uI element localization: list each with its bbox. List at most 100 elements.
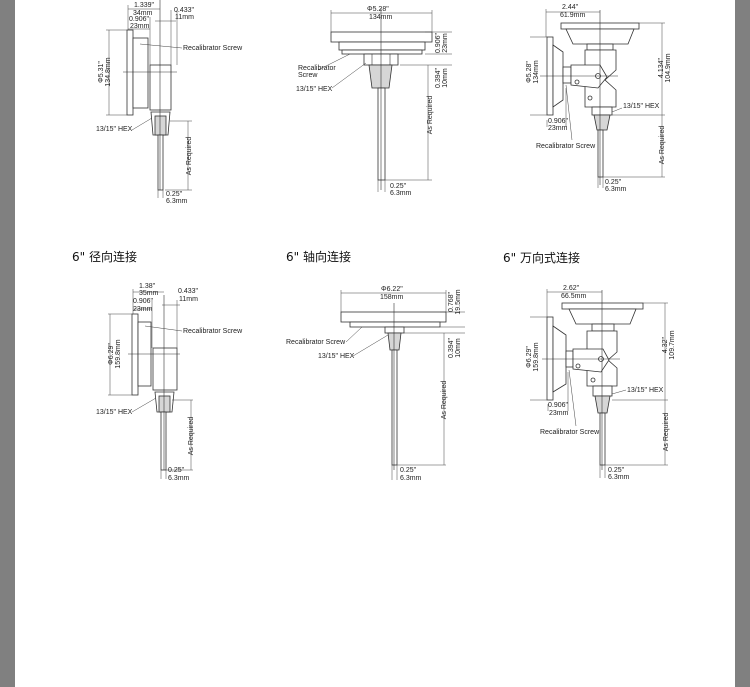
dim-diameter-in: Φ5.28" [367, 6, 389, 13]
dim-offset-in: 0.433" [174, 7, 195, 14]
drawing-every-angle-6in: 2.62" 66.5mm Φ6.29" 159.8mm 4.32" 109.7m… [526, 285, 676, 481]
thread [368, 64, 393, 89]
dim-diameter-mm: 159.8mm [115, 339, 122, 368]
dim-width-mm: 66.5mm [561, 293, 586, 300]
dim-width-in: 2.62" [563, 285, 580, 292]
dim-diameter-mm: 134mm [533, 60, 540, 84]
page-border-right [735, 0, 750, 687]
dim-case-in: 0.906" [133, 298, 154, 305]
dim-width-in: 1.38" [139, 283, 156, 290]
label-hex: 13/15" HEX [96, 126, 133, 133]
dim-stem-mm: 6.3mm [390, 190, 412, 197]
dim-diameter-in: Φ5.28" [526, 61, 533, 83]
dim-case-in: 0.906" [548, 118, 569, 125]
dial-bezel [330, 31, 433, 43]
dim-diameter-in: Φ6.29" [108, 343, 115, 365]
dim-stem-mm: 6.3mm [166, 198, 188, 205]
dial-case [338, 41, 426, 51]
thread [158, 395, 171, 413]
dim-stem-mm: 6.3mm [608, 474, 630, 481]
dim-height-mm: 109.7mm [669, 330, 676, 359]
dim-stem-mm: 6.3mm [400, 475, 422, 482]
stem [391, 349, 398, 466]
dim-height-in: 4.32" [662, 336, 669, 353]
drawing-radial-6in: 1.38" 35mm 0.433" 11mm 0.906" 23mm Recal… [96, 283, 243, 482]
connection-box [152, 347, 178, 391]
dim-hex-mm: 10mm [455, 338, 462, 358]
dim-diameter-in: Φ5.31" [98, 61, 105, 83]
dial-case [349, 321, 441, 328]
dim-height-mm: 104.9mm [665, 53, 672, 82]
dim-case-mm: 23mm [130, 23, 150, 30]
top-dial-case [568, 308, 637, 325]
thread [594, 395, 611, 414]
dim-diameter-mm: 158mm [380, 294, 404, 301]
dim-width-mm: 34mm [133, 10, 153, 17]
thread [387, 332, 402, 351]
label-hex: 13/15" HEX [623, 103, 660, 110]
top-dial-bezel [561, 302, 644, 310]
dim-case-mm: 23mm [133, 306, 153, 313]
dim-hex-in: 0.394" [448, 337, 455, 358]
thread [593, 114, 611, 131]
stem [377, 87, 386, 181]
stem [597, 129, 604, 178]
dial-bezel [131, 313, 139, 396]
dim-case-mm: 23mm [549, 410, 569, 417]
title-axial: 6" 轴向连接 [286, 249, 351, 264]
dim-case-in: 0.906" [548, 402, 569, 409]
label-recalibrator-screw: Recalibrator Screw [183, 45, 243, 52]
dim-case-in: 0.906" [435, 32, 442, 53]
label-recalibrator: Recalibrator [298, 65, 336, 72]
side-dial-bezel [546, 316, 554, 401]
dim-width-mm: 35mm [139, 290, 159, 297]
dim-diameter-in: Φ6.29" [526, 346, 533, 368]
dial-bezel [126, 29, 134, 116]
dim-case-in: 0.906" [129, 16, 150, 23]
stem [157, 134, 164, 191]
dim-stem-in: 0.25" [605, 179, 622, 186]
dim-diameter-mm: 134.8mm [105, 57, 112, 86]
dim-stem-in: 0.25" [168, 467, 185, 474]
label-hex: 13/15" HEX [96, 409, 133, 416]
dim-as-required: As Required [441, 381, 448, 420]
drawing-axial-5in: Φ5.28" 134mm 0.906" 23mm 0.394" 10mm Rec… [296, 6, 452, 197]
title-radial: 6" 径向连接 [72, 249, 137, 264]
drawing-every-angle-5in: 2.44" 61.9mm Φ5.28" 134mm 4.134" 104.9mm… [526, 4, 672, 193]
dim-offset-mm: 11mm [175, 14, 194, 21]
label-hex: 13/15" HEX [318, 353, 355, 360]
thread [154, 115, 167, 136]
dim-width-in: 2.44" [562, 4, 579, 11]
swivel-arm [572, 348, 610, 373]
hex-nut [592, 385, 613, 397]
stem [160, 411, 167, 471]
dim-offset-in: 0.433" [178, 288, 199, 295]
title-every-angle: 6" 万向式连接 [503, 250, 580, 265]
hex-nut [591, 106, 613, 116]
stem [599, 412, 606, 466]
dim-diameter-in: Φ6.22" [381, 286, 403, 293]
dim-hex-mm: 10mm [442, 68, 449, 88]
swivel-arm [570, 64, 608, 89]
dim-case-mm: 23mm [548, 125, 568, 132]
dim-width-in: 1.339" [134, 2, 155, 9]
dim-case-mm: 23mm [442, 33, 449, 53]
page-border-left [0, 0, 15, 687]
dim-case-mm: 19.5mm [455, 289, 462, 314]
dim-diameter-mm: 159.8mm [533, 342, 540, 371]
label-hex: 13/15" HEX [627, 387, 664, 394]
dim-stem-mm: 6.3mm [168, 475, 190, 482]
dim-stem-mm: 6.3mm [605, 186, 627, 193]
label-screw: Screw [298, 72, 318, 79]
label-recalibrator-screw: Recalibrator Screw [183, 328, 243, 335]
dim-offset-mm: 11mm [179, 296, 198, 303]
dim-width-mm: 61.9mm [560, 12, 585, 19]
label-recalibrator-screw: Recalibrator Screw [540, 429, 600, 436]
dim-as-required: As Required [188, 417, 195, 456]
label-hex: 13/15" HEX [296, 86, 333, 93]
dim-height-in: 4.134" [658, 57, 665, 78]
drawing-axial-6in: Φ6.22" 158mm 0.768" 19.5mm 0.394" 10mm R… [286, 286, 465, 482]
label-recalibrator-screw: Recalibrator Screw [536, 143, 596, 150]
dim-as-required: As Required [186, 137, 193, 176]
